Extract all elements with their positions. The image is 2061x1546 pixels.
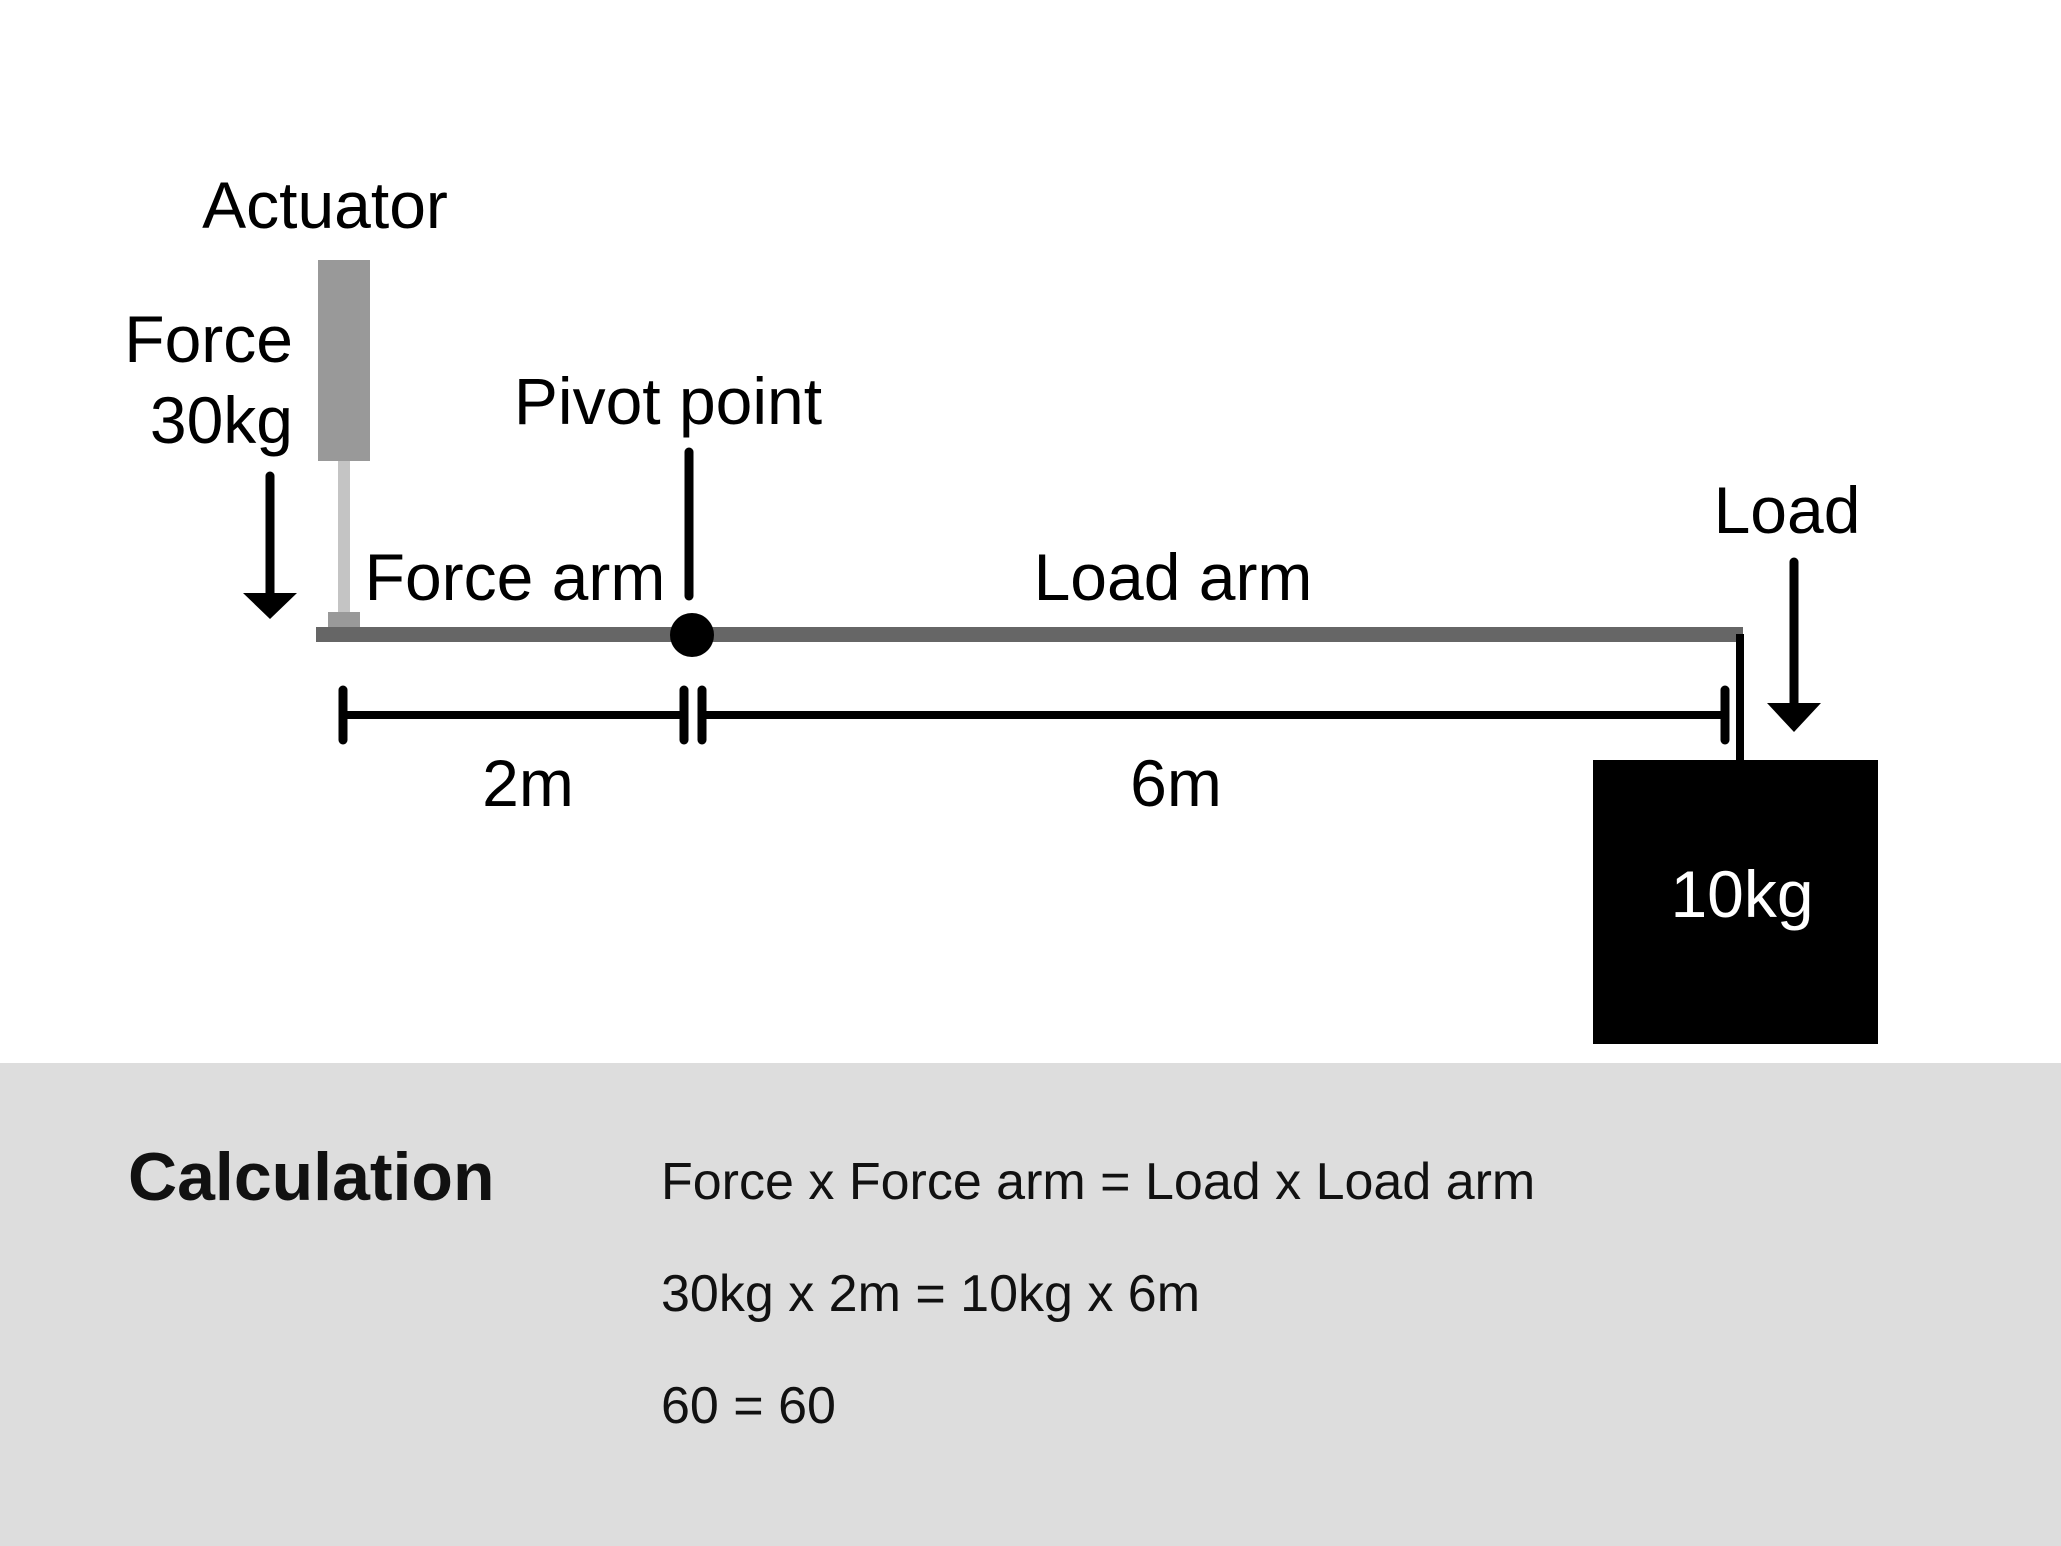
calculation-panel <box>0 1063 2061 1546</box>
load-arrow-icon <box>1767 557 1821 732</box>
load-label: Load <box>1714 473 1861 547</box>
force-arm-dimension-label: 2m <box>482 746 574 820</box>
actuator-rod <box>338 461 350 614</box>
actuator-label: Actuator <box>202 168 448 242</box>
calculation-formula: Force x Force arm = Load x Load arm <box>661 1153 1536 1211</box>
load-arm-label: Load arm <box>1034 540 1313 614</box>
load-arm-dimension-label: 6m <box>1130 746 1222 820</box>
actuator <box>318 260 370 630</box>
pivot-point <box>670 613 714 657</box>
lever-beam <box>316 627 1743 642</box>
dimension-load-arm <box>697 685 1730 745</box>
force-value-label: 30kg <box>150 383 293 457</box>
calculation-result: 60 = 60 <box>661 1377 836 1435</box>
calculation-substitution: 30kg x 2m = 10kg x 6m <box>661 1265 1201 1323</box>
load-weight-label: 10kg <box>1670 857 1813 931</box>
calculation-heading: Calculation <box>128 1139 495 1215</box>
force-label: Force <box>124 302 293 376</box>
lever-diagram: Actuator Force 30kg Pivot point Force ar… <box>124 168 1878 1044</box>
force-arm-label: Force arm <box>365 540 666 614</box>
force-arrow-icon <box>243 471 297 619</box>
actuator-foot <box>328 612 360 630</box>
dimension-force-arm <box>338 685 689 745</box>
actuator-body <box>318 260 370 461</box>
pivot-label: Pivot point <box>514 364 822 438</box>
load-weight-block <box>1593 760 1878 1044</box>
